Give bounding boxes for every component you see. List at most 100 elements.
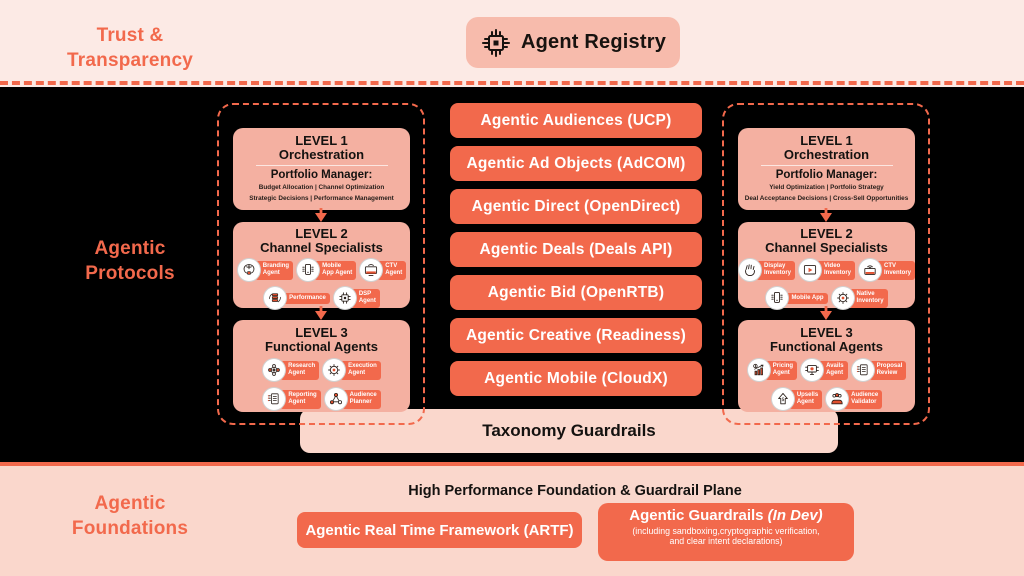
agentic-protocols-label: Agentic Protocols	[85, 238, 175, 284]
agent-chip: CTV Inventory	[858, 258, 916, 283]
agent-chip: Display Inventory	[737, 258, 795, 283]
arrow-up-icon	[770, 387, 795, 412]
agent-registry-label: Agent Registry	[520, 31, 667, 53]
protocol-agentic-bid: Agentic Bid (OpenRTB)	[450, 275, 702, 310]
agent-chip-label: Video Inventory	[816, 260, 856, 280]
level-title: LEVEL 2	[295, 226, 348, 241]
protocol-label: Agentic Mobile (CloudX)	[484, 369, 668, 387]
agent-chip: Pricing Agent	[746, 358, 798, 383]
server-stack-icon	[263, 286, 288, 311]
agent-chip: Performance	[263, 286, 330, 311]
guardrails-subtitle: (including sandboxing,cryptographic veri…	[632, 525, 820, 547]
left-level3-box: LEVEL 3 Functional Agents Research Agent…	[233, 320, 410, 412]
agent-chip-label: DSP Agent	[350, 288, 380, 308]
guardrails-title-text: Agentic Guardrails	[629, 507, 768, 524]
agent-chip-label: Audience Planner	[341, 389, 381, 409]
agent-chip-label: Proposal Review	[868, 360, 907, 380]
chip-icon	[332, 286, 357, 311]
agentic-foundations-label: Agentic Foundations	[71, 493, 189, 539]
protocol-agentic-audiences: Agentic Audiences (UCP)	[450, 103, 702, 138]
foundation-plane-title: High Performance Foundation & Guardrail …	[408, 483, 742, 499]
guardrails-title: Agentic Guardrails (In Dev)	[598, 507, 854, 525]
gear-icon	[322, 358, 347, 383]
agent-chip-label: Mobile App	[783, 292, 828, 305]
agent-chip: CTV Agent	[359, 258, 407, 283]
level-title: LEVEL 2	[800, 226, 853, 241]
protocol-agentic-direct: Agentic Direct (OpenDirect)	[450, 189, 702, 224]
chip-row: Upsells Agent Audience Validator	[738, 387, 915, 412]
agent-chip-label: Performance	[281, 292, 330, 305]
level-subtitle: Channel Specialists	[260, 239, 383, 255]
right-level1-box: LEVEL 1 Orchestration Portfolio Manager:…	[738, 128, 915, 210]
artf-label: Agentic Real Time Framework (ARTF)	[305, 521, 574, 539]
hand-icon	[737, 258, 762, 283]
buy-side-group-frame	[217, 103, 425, 425]
people-icon	[825, 387, 850, 412]
chip-row: Branding Agent Mobile App Agent CTV Agen…	[233, 258, 410, 283]
right-level3-box: LEVEL 3 Functional Agents Pricing Agent …	[738, 320, 915, 412]
chart-growth-icon	[746, 358, 771, 383]
document-icon	[850, 358, 875, 383]
agent-chip-label: Pricing Agent	[764, 360, 798, 380]
down-arrow-icon	[819, 208, 833, 222]
chip-row: Mobile App Native Inventory	[738, 286, 915, 311]
level-title: LEVEL 1	[800, 133, 853, 148]
trust-transparency-label: Trust & Transparency	[67, 25, 193, 71]
level-subtitle: Orchestration	[278, 146, 365, 162]
agent-chip-label: Upsells Agent	[788, 389, 823, 409]
agent-chip-label: Reporting Agent	[280, 389, 321, 409]
agent-chip: Avails Agent	[800, 358, 848, 383]
level-title: LEVEL 1	[295, 133, 348, 148]
agent-chip-label: Research Agent	[280, 360, 320, 380]
agent-chip: Execution Agent	[322, 358, 381, 383]
down-arrow-icon	[819, 306, 833, 320]
dashed-separator	[0, 81, 1024, 85]
agent-chip: Audience Planner	[323, 387, 381, 412]
agent-chip-label: CTV Inventory	[876, 260, 916, 280]
agent-chip: Mobile App	[765, 286, 828, 311]
agent-chip: DSP Agent	[332, 286, 380, 311]
level-title: LEVEL 3	[800, 325, 853, 340]
protocol-label: Agentic Creative (Readiness)	[465, 326, 687, 344]
agent-chip-label: Audience Validator	[843, 389, 883, 409]
monitor-lock-icon	[800, 358, 825, 383]
agent-chip-label: CTV Agent	[377, 260, 407, 280]
chip-row: Reporting Agent Audience Planner	[233, 387, 410, 412]
agent-chip: Upsells Agent	[770, 387, 823, 412]
agent-chip-label: Display Inventory	[755, 260, 795, 280]
agent-chip: Reporting Agent	[262, 387, 321, 412]
guardrails-status: (In Dev)	[767, 507, 823, 524]
role-label: Portfolio Manager:	[775, 169, 878, 182]
protocol-label: Agentic Deals (Deals API)	[479, 240, 673, 258]
agent-chip: Branding Agent	[236, 258, 294, 283]
document-icon	[262, 387, 287, 412]
smartphone-icon	[765, 286, 790, 311]
level-subtitle: Functional Agents	[770, 338, 883, 354]
agent-chip-label: Mobile App Agent	[314, 260, 357, 280]
protocol-label: Agentic Bid (OpenRTB)	[487, 283, 665, 301]
taxonomy-guardrails-label: Taxonomy Guardrails	[482, 421, 656, 440]
gear-icon	[830, 286, 855, 311]
protocol-agentic-mobile: Agentic Mobile (CloudX)	[450, 361, 702, 396]
agent-chip-label: Branding Agent	[254, 260, 294, 280]
agent-chip: Video Inventory	[798, 258, 856, 283]
agent-chip: Audience Validator	[825, 387, 883, 412]
agent-registry-badge: Agent Registry	[466, 17, 680, 68]
agentic-foundations-band: Agentic Foundations High Performance Fou…	[0, 462, 1024, 576]
smartphone-icon	[296, 258, 321, 283]
tv-icon	[359, 258, 384, 283]
divider	[255, 165, 388, 167]
agentic-guardrails-box: Agentic Guardrails (In Dev) (including s…	[598, 503, 854, 561]
artf-box: Agentic Real Time Framework (ARTF)	[297, 512, 582, 548]
protocol-label: Agentic Ad Objects (AdCOM)	[466, 154, 686, 172]
protocol-agentic-creative: Agentic Creative (Readiness)	[450, 318, 702, 353]
trust-transparency-band: Trust & Transparency Agent Registry	[0, 0, 1024, 87]
agent-chip: Native Inventory	[830, 286, 888, 311]
level-subtitle: Orchestration	[783, 146, 870, 162]
protocol-agentic-deals: Agentic Deals (Deals API)	[450, 232, 702, 267]
right-level2-box: LEVEL 2 Channel Specialists Display Inve…	[737, 222, 916, 311]
agent-chip: Proposal Review	[850, 358, 907, 383]
role-details: Budget Allocation | Channel Optimization…	[249, 184, 394, 202]
level-title: LEVEL 3	[295, 325, 348, 340]
